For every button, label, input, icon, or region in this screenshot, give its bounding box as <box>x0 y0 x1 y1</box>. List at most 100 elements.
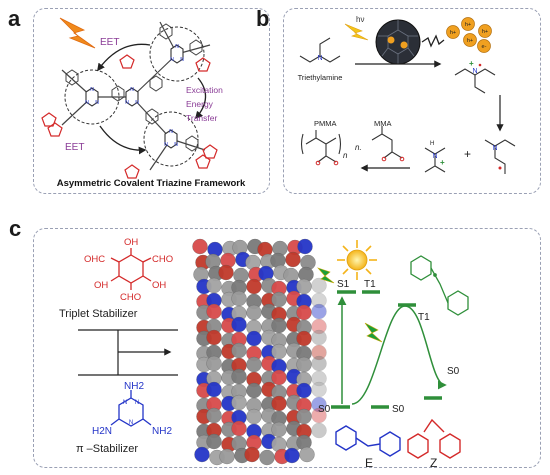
framework-atom <box>296 304 312 321</box>
lightning-icon-upper <box>317 267 335 284</box>
framework-atom <box>218 264 234 281</box>
framework-atom <box>296 356 312 373</box>
radical-n-atom: N <box>492 145 497 152</box>
label-s0-right: S0 <box>447 366 460 377</box>
framework-atom <box>299 446 315 463</box>
isomer-z-label: Z <box>430 456 437 470</box>
svg-text:N: N <box>90 87 94 93</box>
svg-text:N: N <box>130 87 134 93</box>
svg-text:N: N <box>125 100 129 106</box>
svg-text:N: N <box>123 400 127 406</box>
framework-atom <box>206 303 222 320</box>
hole-particles <box>446 17 492 53</box>
electron-label: e- <box>482 44 487 50</box>
excitation-line-1: Excitation <box>186 85 223 95</box>
framework-atom <box>206 433 222 450</box>
ammonium-n-atom: N <box>432 153 437 160</box>
svg-text:N: N <box>135 100 139 106</box>
stabilizer-groups: OH OHC CHO OH OH CHO <box>84 237 173 303</box>
pmma-structure <box>300 130 342 163</box>
framework-atom <box>297 238 313 255</box>
group-nh2-top: NH2 <box>124 381 144 392</box>
triethylamine-structure <box>299 37 341 63</box>
lightning-icon-lower <box>364 322 383 343</box>
framework-atom <box>271 395 287 412</box>
triazine-rings <box>85 44 184 149</box>
ammonium-structure <box>424 147 446 173</box>
framework-atom <box>296 278 312 295</box>
triplet-stabilizer-molecule <box>110 248 152 290</box>
framework-atom <box>311 370 327 387</box>
radical-dot <box>478 63 482 67</box>
photocatalyst-particle <box>375 19 421 65</box>
cation-n-atom: N <box>472 68 477 75</box>
framework-atom <box>206 277 222 294</box>
pmma-oxygen-2 <box>333 160 339 166</box>
mma-oxygen-2 <box>399 156 405 162</box>
svg-text:N: N <box>169 129 173 135</box>
framework-atom <box>311 292 327 309</box>
z-stilbene <box>407 418 461 459</box>
radical-dot <box>498 166 502 170</box>
framework-atom <box>311 329 327 346</box>
eet-arrow-right <box>194 77 207 120</box>
framework-atom <box>246 382 262 399</box>
isomerization-curve <box>351 305 447 405</box>
lightning-icon <box>59 17 96 49</box>
excitation-line-3: Transfer <box>186 113 218 123</box>
framework-atom <box>219 448 235 465</box>
framework-atom <box>311 407 327 424</box>
cation-plus: + <box>469 59 474 68</box>
excitation-circle-top <box>149 26 205 82</box>
group-h2n-left: H2N <box>92 426 112 437</box>
group-cho-bottom: CHO <box>120 292 141 303</box>
label-s0-left: S0 <box>318 404 331 415</box>
hole-labels: h+ h+ h+ h+ e- <box>450 22 488 50</box>
framework-atom <box>311 422 327 439</box>
pi-stabilizer-molecule <box>110 390 152 427</box>
eet-label-top: EET <box>100 37 119 48</box>
framework-atom <box>206 329 222 346</box>
eet-arrow-top <box>97 43 151 72</box>
group-oh-right: OH <box>152 280 166 291</box>
group-cho-left: OHC <box>84 254 105 265</box>
ammonium-h: H <box>430 141 434 147</box>
svg-text:N: N <box>170 57 174 63</box>
framework-atom <box>296 408 312 425</box>
eet-arrow-bottom <box>99 125 147 155</box>
svg-text:N: N <box>85 100 89 106</box>
mma-n-prefix: n. <box>355 143 362 152</box>
framework-atom <box>284 447 300 464</box>
radical-cation-structure <box>454 68 496 94</box>
panel-a-frame <box>33 8 270 194</box>
eet-label-bottom: EET <box>65 142 84 153</box>
sun-icon <box>337 240 377 280</box>
amine-n-atom: N <box>317 55 322 62</box>
framework-atom <box>192 238 208 255</box>
light-bolt-icon <box>344 23 369 41</box>
framework-atom <box>231 316 247 333</box>
label-t1-top: T1 <box>364 279 376 290</box>
plus-operator: + <box>464 147 471 161</box>
framework-atom <box>311 318 327 335</box>
panel-b-diagram: hν h+ h+ h+ h+ e- <box>298 15 516 174</box>
space-filling-framework <box>192 238 327 466</box>
framework-atom <box>194 446 210 463</box>
framework-atom <box>246 330 262 347</box>
framework-atom <box>296 330 312 347</box>
framework-atom <box>231 394 247 411</box>
energy-levels <box>331 290 442 409</box>
svg-text:N: N <box>164 142 168 148</box>
framework-atom <box>231 368 247 385</box>
framework-atom <box>231 342 247 359</box>
panel-c-label: c <box>9 216 22 241</box>
framework-atom <box>206 355 222 372</box>
svg-text:N: N <box>175 44 179 50</box>
svg-text:N: N <box>180 57 184 63</box>
panel-b-frame <box>283 8 541 194</box>
framework-atom <box>231 290 247 307</box>
ammonium-plus: + <box>440 158 445 167</box>
